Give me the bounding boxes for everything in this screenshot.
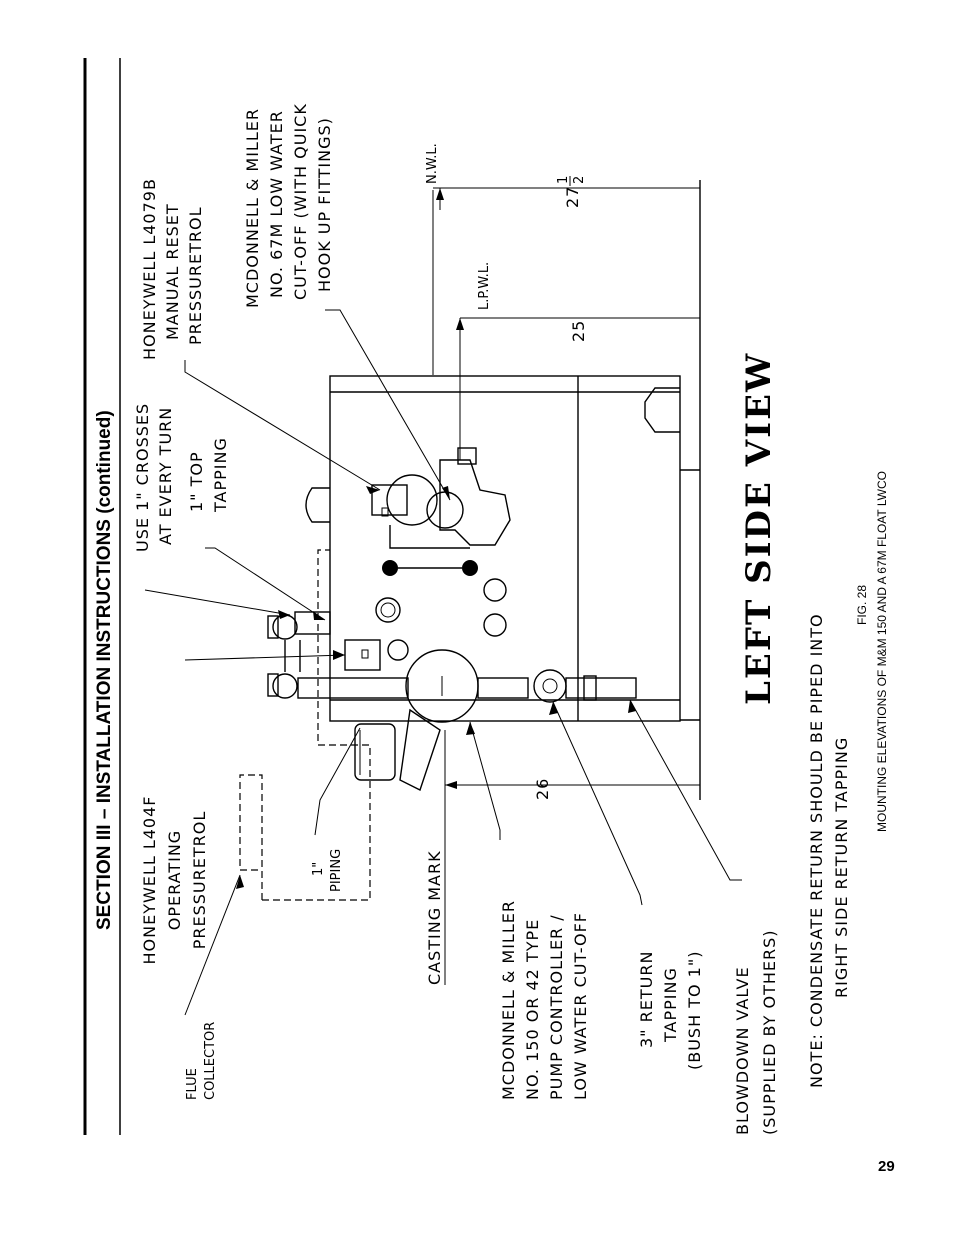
leader-mm67m — [325, 309, 451, 501]
note-line1: NOTE: CONDENSATE RETURN SHOULD BE PIPED … — [807, 613, 826, 1088]
sight-port-1 — [483, 578, 507, 602]
label-piping-line1: 1" — [311, 862, 326, 876]
label-return-line1: 3" RETURN — [637, 951, 656, 1048]
equalizer-pipe — [297, 677, 409, 699]
dim-25-arrow — [456, 318, 464, 330]
label-mm67m-line4: HOOK UP FITTINGS) — [315, 117, 334, 292]
label-top-tapping-line1: 1" TOP — [187, 451, 206, 512]
view-title: LEFT SIDE VIEW — [739, 352, 779, 705]
label-piping-line2: PIPING — [329, 849, 344, 892]
label-l404f-line1: HONEYWELL L404F — [140, 796, 159, 965]
arrow-top-tapping — [313, 611, 325, 620]
label-mm150-line2: NO. 150 OR 42 TYPE — [523, 919, 542, 1100]
label-blowdown-line1: BLOWDOWN VALVE — [733, 966, 752, 1135]
figure-number: FIG. 28 — [855, 585, 869, 625]
l4079b-window — [381, 507, 389, 517]
cross-plug-1 — [267, 615, 279, 639]
label-l404f-line2: OPERATING — [165, 830, 184, 930]
label-nwl: N.W.L. — [425, 143, 440, 184]
l4079b-dial — [386, 474, 438, 526]
label-crosses-line2: AT EVERY TURN — [156, 407, 175, 545]
dim-27-whole: 27 — [563, 186, 582, 208]
page-number: 29 — [878, 1158, 895, 1175]
l4079b-control — [371, 484, 408, 516]
dim-27-den: 2 — [572, 176, 587, 184]
arrow-crosses — [278, 610, 290, 619]
arrow-mm150 — [466, 722, 475, 735]
dim-26-label: 26 — [533, 778, 552, 800]
leader-crosses — [144, 589, 291, 616]
label-top-tapping-line2: TAPPING — [211, 437, 230, 513]
label-blowdown-line2: (SUPPLIED BY OTHERS) — [760, 929, 779, 1135]
label-l4079b-line3: PRESSURETROL — [186, 206, 205, 345]
label-casting-mark: CASTING MARK — [425, 850, 444, 985]
mm67m-equalizer-line — [389, 525, 470, 549]
leader-blowdown — [629, 699, 742, 881]
top-tapping-bump — [305, 487, 330, 523]
arrow-l4079b — [366, 486, 380, 494]
mm150-switch-housing — [399, 708, 441, 791]
label-mm67m-line3: CUT-OFF (WITH QUICK — [291, 103, 310, 300]
arrow-return — [549, 702, 558, 715]
pressure-gauge-face — [380, 602, 396, 618]
arrow-l404f — [333, 650, 345, 660]
leader-top-tapping — [205, 547, 326, 621]
label-mm150-line1: MCDONNELL & MILLER — [499, 900, 518, 1100]
label-flue-line2: COLLECTOR — [203, 1022, 218, 1100]
mm67m-fitting-2 — [462, 560, 478, 576]
return-tapping-fitting — [533, 669, 567, 703]
leader-return — [552, 701, 643, 906]
mm67m-body-circle — [426, 491, 464, 529]
dim-26-arrow — [445, 781, 457, 789]
mm67m-fitting-1 — [382, 560, 398, 576]
mm150-head — [354, 723, 396, 781]
dim-25-label: 25 — [569, 320, 588, 342]
arrow-blowdown — [628, 700, 636, 713]
label-mm67m-line2: NO. 67M LOW WATER — [267, 110, 286, 298]
label-l4079b-line2: MANUAL RESET — [163, 203, 182, 340]
boiler-base-notch — [644, 387, 680, 433]
label-l404f-line3: PRESSURETROL — [190, 811, 209, 950]
label-mm150-line3: PUMP CONTROLLER / — [547, 914, 566, 1100]
mm150-lower-pipe — [477, 677, 529, 699]
section-header: SECTION III – INSTALLATION INSTRUCTIONS … — [94, 410, 115, 930]
arrow-flue — [236, 875, 244, 889]
leader-l404f — [184, 654, 346, 661]
pigtail-siphon — [387, 639, 409, 661]
flue-collector-side — [239, 774, 263, 900]
leader-flue — [184, 874, 241, 1016]
pressure-gauge — [375, 597, 401, 623]
cross-plug-2 — [267, 673, 279, 697]
mm67m-float-body — [439, 459, 511, 546]
figure-caption: MOUNTING ELEVATIONS OF M&M 150 AND A 67M… — [875, 471, 889, 832]
label-lpwl: L.P.W.L. — [477, 262, 492, 310]
l404f-window — [361, 649, 369, 659]
label-return-line2: TAPPING — [661, 967, 680, 1043]
top-pipe — [294, 611, 331, 635]
cross-fitting-1 — [272, 614, 298, 640]
label-l4079b-line1: HONEYWELL L4079B — [140, 178, 159, 360]
leader-piping — [314, 727, 361, 836]
label-return-line3: (BUSH TO 1") — [685, 951, 704, 1070]
dim-27-num: 1 — [556, 176, 571, 184]
label-crosses-line1: USE 1" CROSSES — [133, 403, 152, 552]
note-line2: RIGHT SIDE RETURN TAPPING — [832, 737, 851, 998]
blowdown-valve-body — [583, 675, 597, 701]
dim-27-arrow — [436, 188, 444, 200]
leader-mm150 — [469, 721, 501, 840]
boiler-body — [329, 375, 681, 722]
arrow-mm67m — [442, 486, 450, 500]
leader-l4079b — [184, 360, 381, 491]
label-flue-line1: FLUE — [185, 1068, 200, 1100]
flue-collector-outline — [262, 549, 371, 901]
cross-fitting-2 — [272, 673, 298, 699]
sight-port-2 — [483, 613, 507, 637]
blowdown-pipe — [565, 677, 637, 699]
label-mm67m-line1: MCDONNELL & MILLER — [243, 108, 262, 308]
label-mm150-line4: LOW WATER CUT-OFF — [571, 912, 590, 1100]
mm67m-top-cap — [457, 447, 477, 465]
return-tapping-inner — [542, 678, 558, 694]
